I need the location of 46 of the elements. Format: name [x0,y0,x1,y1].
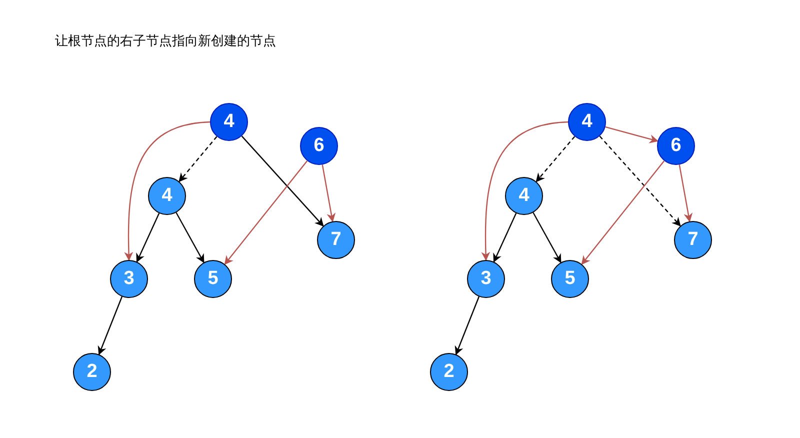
arrow [136,213,160,263]
arrow [678,164,693,222]
arrow [176,212,204,264]
arrow [581,160,665,265]
tree-node-circle [430,353,468,391]
tree-node-circle [73,353,111,391]
node-value: 3 [124,268,134,290]
node-value: 7 [688,229,698,251]
arrow [481,121,568,261]
tree-node-circle [210,103,248,141]
node-value: 3 [480,268,492,290]
node-value: 6 [314,135,324,157]
arrow [532,212,562,264]
arrow [322,164,336,222]
node-value: 5 [564,268,576,290]
arrow [493,213,517,263]
node-value: 4 [224,111,234,133]
arrow [454,296,480,356]
node-value: 4 [162,185,172,207]
diagram-title: 让根节点的右子节点指向新创建的节点 [55,33,276,50]
node-value: 2 [444,361,454,383]
tree-node-circle [300,127,338,165]
node-value: 4 [582,111,592,133]
node-value: 5 [208,268,218,290]
tree-node-circle [505,177,543,215]
arrow [241,136,324,227]
arrow [178,136,218,182]
tree-node-circle [551,260,589,298]
tree-node-circle [568,103,606,141]
node-value: 2 [86,361,98,383]
node-value: 4 [518,185,530,207]
tree-node-circle [657,127,695,165]
node-value: 6 [670,135,682,157]
tree-node-circle [317,221,355,259]
arrow [599,136,681,227]
tree-node-circle [674,221,712,259]
tree-node-circle [148,177,186,215]
tree-node-circle [110,260,148,298]
tree-node-circle [194,260,232,298]
arrow [224,160,308,265]
arrow [605,126,659,144]
arrow [98,296,123,356]
arrow [124,121,210,261]
arrow [536,136,576,182]
tree-node-circle [467,260,505,298]
node-value: 7 [330,229,342,251]
